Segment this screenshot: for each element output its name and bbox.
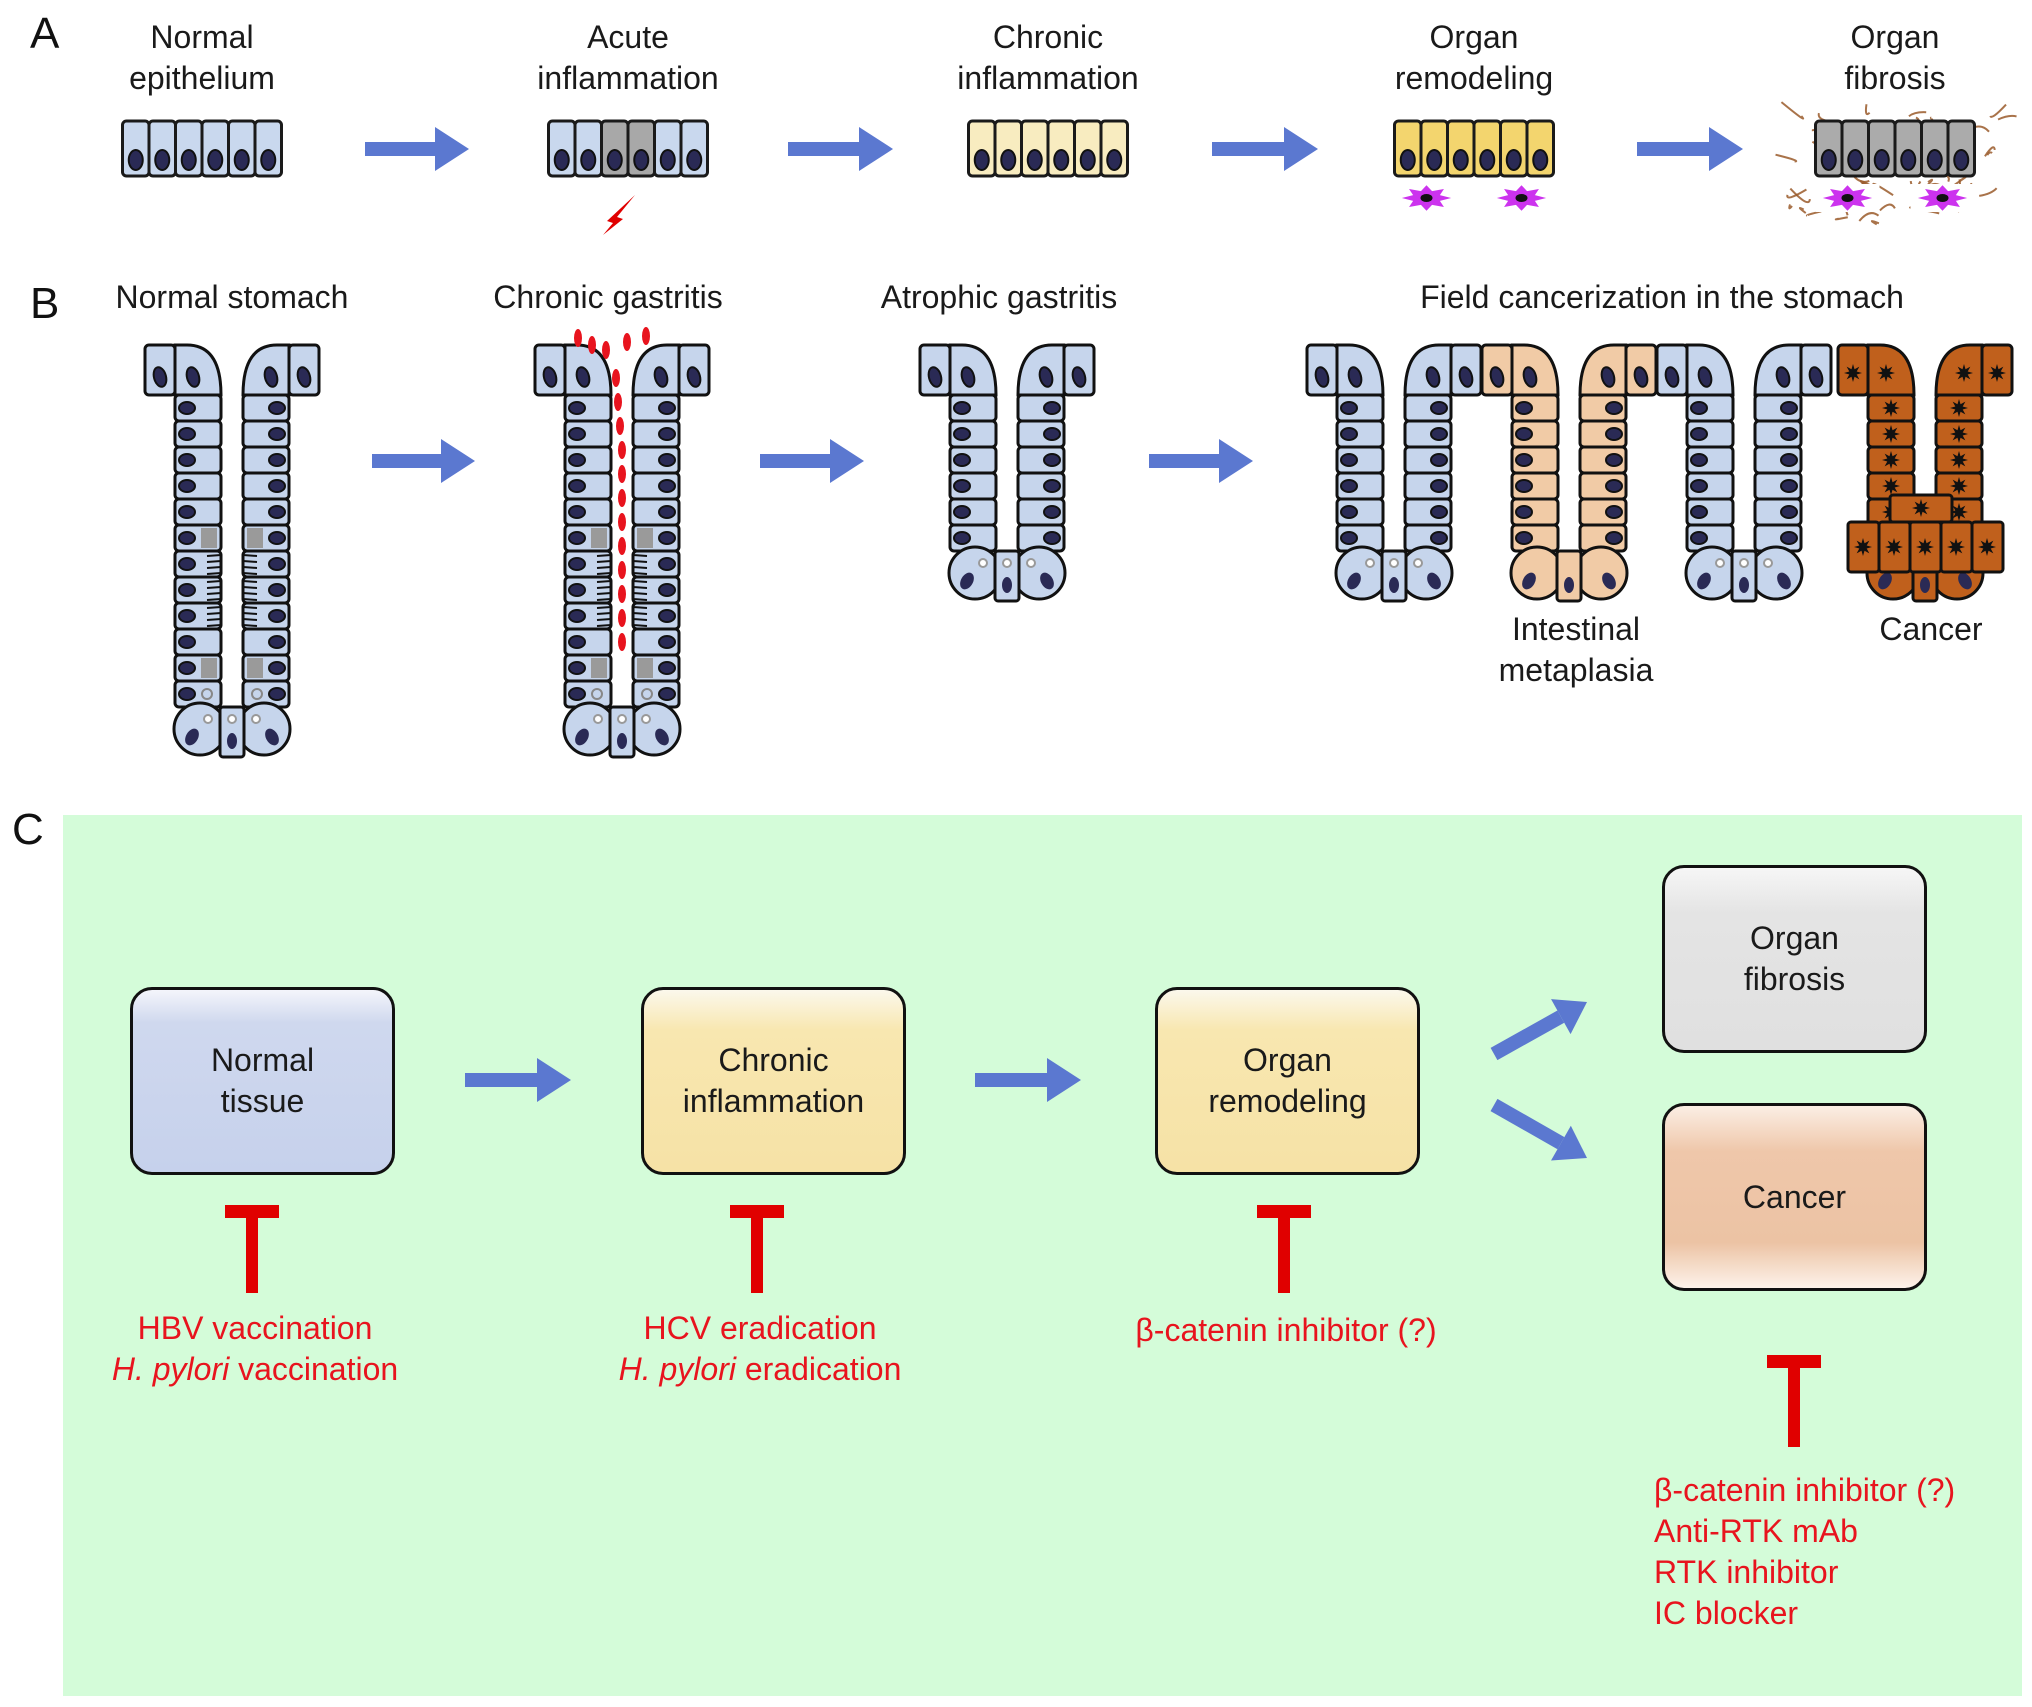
intervention-anti-rtk-mab: Anti-RTK mAb	[1654, 1511, 1955, 1552]
interventions-remodeling: β-catenin inhibitor (?)	[1135, 1310, 1436, 1351]
arrow-up-right-icon	[1494, 999, 1587, 1054]
interventions-normal: HBV vaccination H. pylori vaccination	[112, 1308, 398, 1390]
intervention-hpylori-vaccination: H. pylori vaccination	[112, 1349, 398, 1390]
intervention-hbv-vaccination: HBV vaccination	[112, 1308, 398, 1349]
intervention-beta-catenin-inhibitor: β-catenin inhibitor (?)	[1654, 1470, 1955, 1511]
arrow-right-icon	[465, 1058, 571, 1102]
arrow-right-icon	[975, 1058, 1081, 1102]
intervention-rtk-inhibitor: RTK inhibitor	[1654, 1552, 1955, 1593]
interventions-chronic: HCV eradication H. pylori eradication	[619, 1308, 902, 1390]
intervention-hpylori-eradication: H. pylori eradication	[619, 1349, 902, 1390]
intervention-ic-blocker: IC blocker	[1654, 1593, 1955, 1634]
intervention-hcv-eradication: HCV eradication	[619, 1308, 902, 1349]
interventions-cancer: β-catenin inhibitor (?) Anti-RTK mAb RTK…	[1654, 1470, 1955, 1634]
intervention-beta-catenin-inhibitor: β-catenin inhibitor (?)	[1135, 1310, 1436, 1351]
arrow-down-right-icon	[1494, 1105, 1587, 1161]
